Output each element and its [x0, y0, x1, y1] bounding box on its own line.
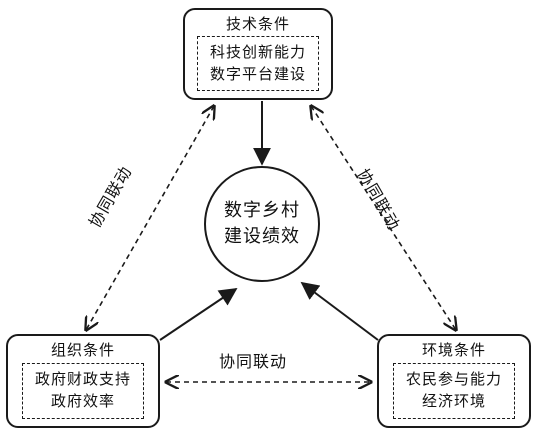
org-condition-items: 政府财政支持 政府效率: [22, 363, 144, 419]
env-item: 农民参与能力: [405, 370, 502, 388]
arrow-env-to-center: [300, 281, 379, 341]
env-condition-items: 农民参与能力 经济环境: [393, 363, 515, 419]
tech-condition-box: 技术条件 科技创新能力 数字平台建设: [183, 8, 333, 100]
dashed-link-tech-org: [86, 106, 214, 330]
arrow-org-to-center: [159, 287, 238, 341]
tech-item: 科技创新能力: [209, 43, 306, 61]
center-performance-circle: 数字乡村 建设绩效: [204, 166, 320, 282]
tech-condition-title: 技术条件: [225, 15, 290, 33]
link-label-bottom: 协同联动: [219, 352, 288, 371]
org-item: 政府财政支持: [34, 370, 131, 388]
org-condition-box: 组织条件 政府财政支持 政府效率: [6, 334, 160, 428]
center-label-line2: 建设绩效: [224, 226, 300, 247]
env-item: 经济环境: [421, 392, 486, 410]
org-item: 政府效率: [50, 392, 115, 410]
env-condition-title: 环境条件: [421, 341, 486, 359]
env-condition-box: 环境条件 农民参与能力 经济环境: [377, 334, 531, 428]
center-label-line1: 数字乡村: [224, 200, 300, 221]
org-condition-title: 组织条件: [50, 341, 115, 359]
tech-item: 数字平台建设: [209, 65, 306, 83]
tech-condition-items: 科技创新能力 数字平台建设: [197, 36, 319, 91]
